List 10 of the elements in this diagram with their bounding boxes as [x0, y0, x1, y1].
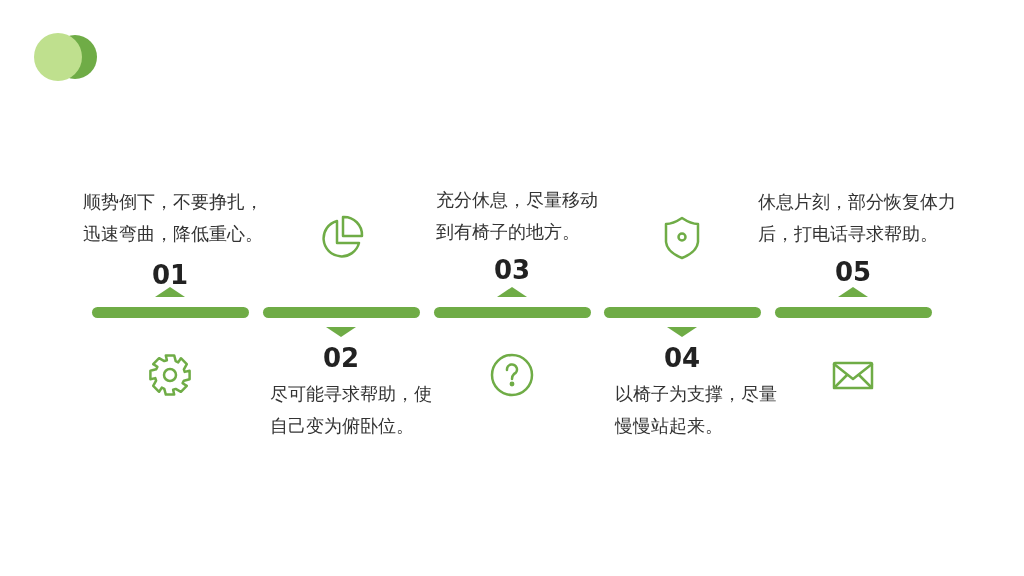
step-number: 02: [321, 343, 361, 373]
step-number: 01: [150, 260, 190, 290]
step-number: 04: [662, 343, 702, 373]
step-number: 03: [492, 255, 532, 285]
step-description: 以椅子为支撑，尽量慢慢站起来。: [615, 382, 777, 438]
step-number: 05: [833, 257, 873, 287]
step-description: 尽可能寻求帮助，使自己变为俯卧位。: [270, 382, 433, 438]
step-description: 充分休息，尽量移动到有椅子的地方。: [436, 188, 598, 244]
step-description: 休息片刻，部分恢复体力后，打电话寻求帮助。: [758, 190, 957, 246]
step-description: 顺势倒下，不要挣扎，迅速弯曲，降低重心。: [83, 190, 264, 246]
